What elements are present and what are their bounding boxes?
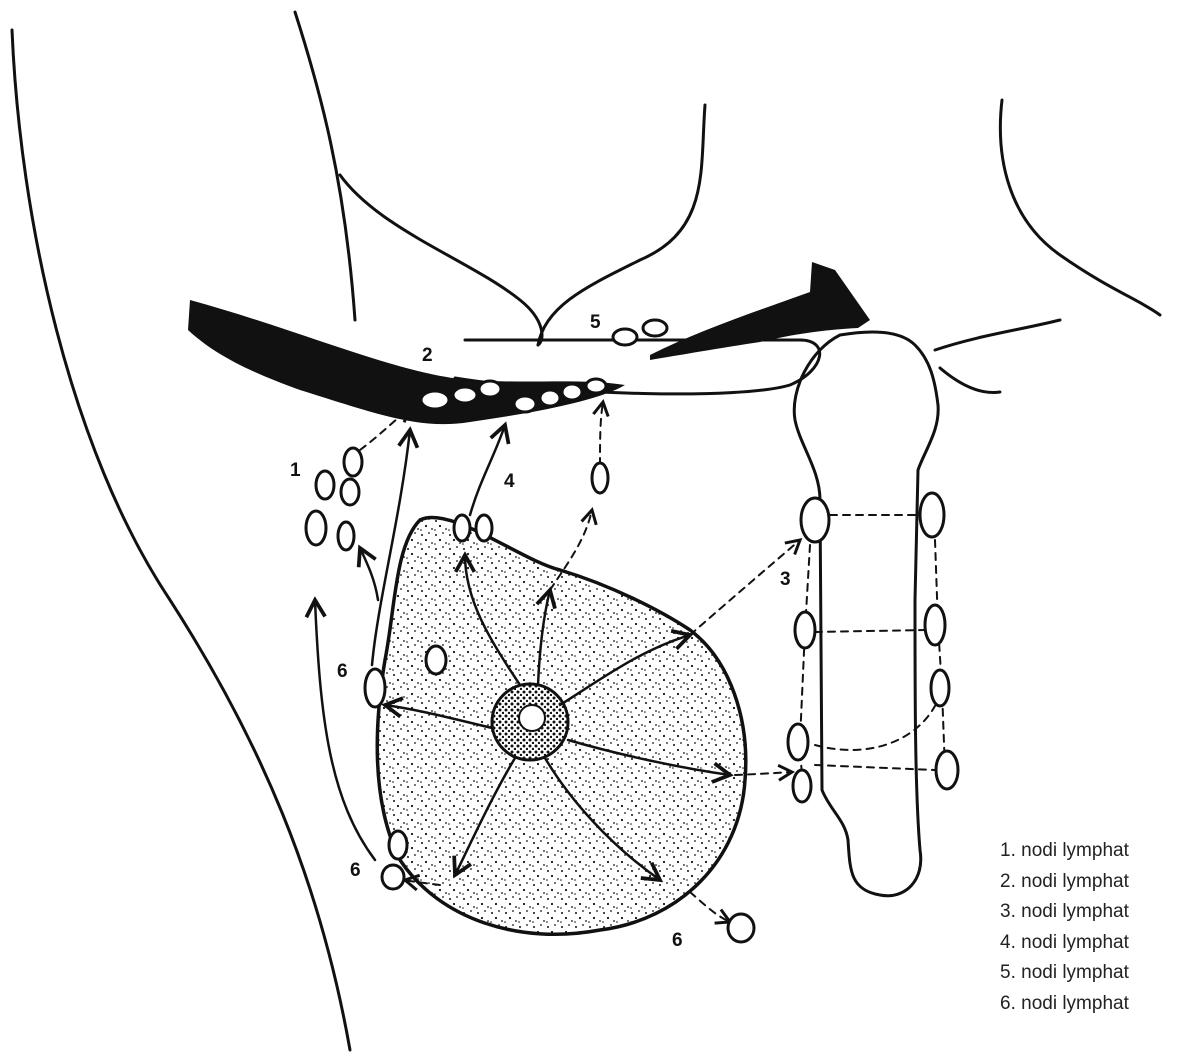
lymph-node-1: [306, 511, 326, 545]
lymph-node-2: [479, 381, 501, 397]
lymph-node-2: [540, 390, 560, 406]
rib-stub-right-2: [940, 368, 1000, 393]
label-6-lower-right: 6: [672, 930, 683, 951]
lymph-node-5: [613, 329, 637, 345]
lymph-node-2: [514, 396, 536, 412]
lymph-node-2: [421, 391, 449, 409]
jugular-vein: [650, 262, 870, 360]
legend-item-2: 2. nodi lymphat: [1000, 867, 1190, 898]
lymph-node-3: [793, 770, 811, 802]
lymph-node-6: [382, 865, 404, 889]
ladder-rung-2: [815, 630, 925, 632]
legend-item-1: 1. nodi lymphat: [1000, 836, 1190, 867]
path-to-node-1: [360, 548, 378, 600]
lymph-node-2: [586, 379, 606, 393]
lymph-node-4: [454, 515, 470, 541]
sternum: [794, 332, 938, 896]
lymph-node-3: [931, 670, 949, 706]
shoulder-outline: [295, 12, 355, 320]
dashed-lower-right: [690, 892, 730, 922]
lymph-node-1: [341, 479, 359, 505]
legend-item-5: 5. nodi lymphat: [1000, 958, 1190, 989]
lymph-node-3: [925, 605, 945, 645]
ladder-right: [935, 540, 945, 770]
path-node4-up: [470, 425, 505, 515]
lymph-node-3: [920, 493, 944, 537]
label-5: 5: [590, 312, 601, 333]
label-2: 2: [422, 345, 433, 366]
chin-outline: [1000, 100, 1160, 315]
label-3: 3: [780, 569, 791, 590]
legend-item-6: 6. nodi lymphat: [1000, 989, 1190, 1020]
lymph-node-6: [728, 914, 754, 942]
neck-outline: [340, 175, 542, 345]
lymph-node-4: [592, 463, 608, 493]
lymph-node-1: [338, 522, 354, 550]
lymph-node-6: [426, 646, 446, 674]
lymph-node-6: [365, 669, 385, 707]
lymph-node-6: [389, 831, 407, 859]
legend: 1. nodi lymphat 2. nodi lymphat 3. nodi …: [1000, 836, 1190, 1019]
path-lower-axilla: [315, 600, 375, 860]
lymph-node-3: [788, 724, 808, 760]
label-4: 4: [504, 471, 515, 492]
neck-outline-right: [538, 105, 705, 345]
label-6-lower-left: 6: [350, 860, 361, 881]
label-1: 1: [290, 460, 301, 481]
ladder-rung-4: [815, 700, 938, 750]
lymph-node-3: [936, 751, 958, 789]
lymph-node-5: [643, 320, 667, 336]
legend-item-3: 3. nodi lymphat: [1000, 897, 1190, 928]
subclavian-vein: [188, 300, 625, 424]
lymph-node-2: [453, 387, 477, 403]
dashed-upper-2: [600, 402, 603, 465]
lymph-node-4: [476, 515, 492, 541]
rib-stub-right: [935, 320, 1060, 350]
lymph-node-2: [562, 384, 582, 400]
lymph-node-1: [316, 471, 334, 499]
nipple: [519, 705, 545, 731]
lymph-node-1: [344, 448, 362, 476]
lymph-node-3: [801, 498, 829, 542]
label-6-axilla: 6: [337, 661, 348, 682]
lymph-node-3: [795, 612, 815, 648]
legend-item-4: 4. nodi lymphat: [1000, 928, 1190, 959]
body-outline-left: [12, 30, 350, 1050]
